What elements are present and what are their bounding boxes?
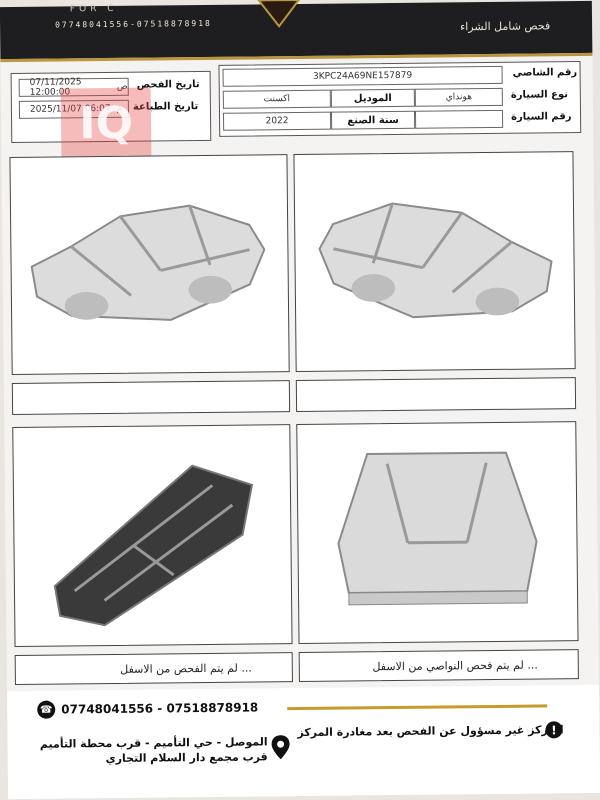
year-value: 2022: [222, 111, 332, 131]
phone-icon: ☎: [37, 700, 56, 719]
type-value: هونداي: [414, 87, 503, 107]
warning-icon: !: [545, 721, 563, 739]
iq-watermark: IQ: [60, 87, 152, 159]
footer-phones: 07748041556 - 07518878918: [61, 700, 259, 717]
footer-address: الموصل - حي التأميم - قرب محطة التأميم ق…: [39, 735, 268, 766]
car-front-body-icon: [337, 451, 538, 606]
car-body-side-right-icon: [318, 202, 553, 319]
header-bar: FOR C 07748041556-07518878918 فحص شامل ا…: [0, 0, 593, 60]
footer-phone-row: ☎ 07748041556 - 07518878918: [37, 698, 259, 719]
car-underbody-icon: [53, 464, 254, 627]
caption-corners: ... لم يتم فحص النواصي من الاسفل: [298, 649, 579, 683]
plate-label: رقم السيارة: [510, 111, 572, 123]
car-frame-right-view: [293, 151, 576, 373]
footer-disclaimer: المركز غير مسؤول عن الفحص بعد مغادرة الم…: [297, 723, 564, 740]
underbody-frame: [12, 424, 293, 648]
blank-row-right: [295, 377, 577, 413]
model-value: اكسنت: [222, 89, 331, 109]
header-phones: 07748041556-07518878918: [55, 18, 212, 30]
location-pin-icon: [271, 735, 290, 760]
chassis-label: رقم الشاصي: [512, 67, 578, 79]
plate-value: [414, 109, 504, 129]
brand-fragment: FOR C: [69, 3, 118, 15]
car-body-side-left-icon: [30, 204, 266, 321]
model-label: الموديل: [330, 88, 415, 108]
type-label: نوع السيارة: [510, 89, 569, 101]
front-body-frame: [296, 421, 579, 645]
car-frame-left-view: [9, 154, 290, 376]
header-slogan: فحص شامل الشراء: [460, 19, 551, 34]
chassis-value: 3KPC24A69NE157879: [222, 65, 503, 87]
blank-row-left: [11, 380, 291, 416]
year-label: سنة الصنع: [330, 110, 416, 130]
caption-underbody: ... لم يتم الفحص من الاسفل: [14, 652, 293, 686]
brand-logo-icon: [256, 0, 301, 28]
